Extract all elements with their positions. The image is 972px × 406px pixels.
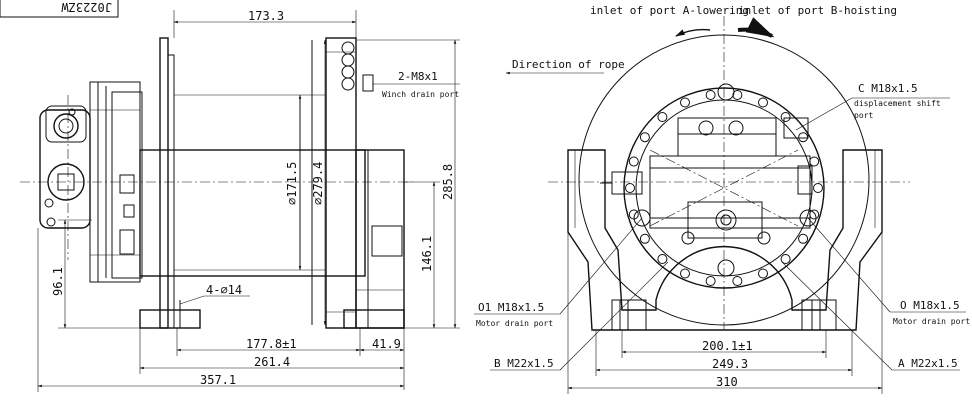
rope-direction: Direction of rope [505,58,625,75]
motor-ring-outer [623,87,825,289]
front-view: inlet of port A-lowering inlet of port B… [474,4,970,394]
bolt-hole [705,276,716,286]
rope-drum [139,40,366,325]
bolt-hole [680,268,690,279]
title-block: J0223ZW [0,0,119,18]
dim-overall: 357.1 [37,228,405,392]
a-port-callout: A M22x1.5 [781,261,960,371]
rotation-arrows [675,17,775,38]
drain-port-label: 2-M8x1 [398,70,438,83]
bolt-hole [705,90,716,100]
bolt-hole [657,112,668,122]
bolt-hole [657,254,668,264]
right-drum-flange [325,37,374,329]
o-port-label: O M18x1.5 [900,299,960,312]
bolt-hole [639,233,650,244]
dim-drum-dia-text: ∅171.5 [285,162,299,205]
title-code: J0223ZW [61,0,112,14]
o-port-callout: O M18x1.5 Motor drain port [807,217,970,326]
dim-holes-text: 4-∅14 [206,283,242,297]
bolt-hole [758,97,768,108]
hydraulic-motor [39,81,143,283]
bolt-hole [798,132,809,143]
dim-overall-text: 357.1 [200,373,236,387]
dim-height-146-text: 146.1 [420,236,434,272]
o1-port-callout: O1 M18x1.5 Motor drain port [474,217,643,328]
bolt-circle [625,90,823,286]
dim-front-249: 249.3 [595,330,853,376]
dim-top-width: 173.3 [173,9,357,38]
bolt-hole [809,209,820,220]
dim-base-177: 177.8±1 [176,328,361,356]
bolt-hole [780,112,791,122]
b-port-label: B M22x1.5 [494,357,554,370]
dim-base-41: 41.9 [359,328,405,390]
left-drum-flange [159,37,175,329]
dim-height-96-text: 96.1 [51,267,65,296]
flange-outline [578,34,870,326]
drain-port-callout: 2-M8x1 Winch drain port [372,70,460,99]
dim-total-height: 285.8 [356,39,460,329]
dim-holes: 4-∅14 [179,283,250,305]
dim-height-96: 96.1 [51,219,140,329]
dim-front-310-text: 310 [716,375,738,389]
rope-direction-label: Direction of rope [512,58,625,71]
drain-port-caption: Winch drain port [382,90,459,99]
c-port-callout: C M18x1.5 displacement shift port [795,82,950,131]
dim-total-height-text: 285.8 [441,164,455,200]
o1-port-caption: Motor drain port [476,319,553,328]
bolt-hole [625,183,635,193]
bolt-hole [780,254,791,264]
bolt-hole [680,97,690,108]
a-port-label: A M22x1.5 [898,357,958,370]
bolt-hole [639,132,650,143]
c-port-label: C M18x1.5 [858,82,918,95]
bolt-hole [732,276,743,286]
bolt-hole [798,233,809,244]
dim-base-261-text: 261.4 [254,355,290,369]
bolt-hole [813,183,823,193]
dim-top-width-text: 173.3 [248,9,284,23]
port-b-hoisting-label: inlet of port B-hoisting [738,4,897,17]
dim-base-261: 261.4 [139,328,405,374]
dim-front-200: 200.1±1 [621,330,827,358]
base-feet [139,300,405,329]
motor-body [600,83,817,277]
o-port-caption: Motor drain port [893,317,970,326]
c-port-caption-1: displacement shift [854,99,941,108]
hoisting-arrow-icon [737,17,775,38]
right-support [355,149,405,329]
dim-height-146: 146.1 [404,181,440,329]
bolt-hole [758,268,768,279]
dim-base-177-text: 177.8±1 [246,337,297,351]
c-port-caption-2: port [854,111,873,120]
lowering-arrow-icon [675,28,711,37]
bolt-hole [809,156,820,167]
dim-flange-dia: ∅279.4 [311,39,327,326]
side-view: 173.3 ∅171.5 ∅279.4 285.8 146.1 [20,9,460,392]
dim-front-200-text: 200.1±1 [702,339,753,353]
dim-base-41-text: 41.9 [372,337,401,351]
dim-drum-dia: ∅171.5 [285,94,302,271]
dim-front-310: 310 [567,232,883,394]
bolt-hole [628,156,639,167]
front-base-frame [567,149,883,331]
b-port-callout: B M22x1.5 [490,261,669,371]
o1-port-label: O1 M18x1.5 [478,301,544,314]
dim-front-249-text: 249.3 [712,357,748,371]
port-a-lowering-label: inlet of port A-lowering [590,4,749,17]
dim-flange-dia-text: ∅279.4 [311,162,325,205]
